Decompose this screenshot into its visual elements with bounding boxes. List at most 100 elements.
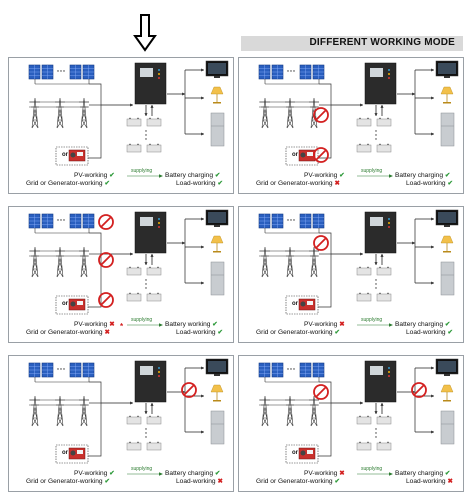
generator-icon — [285, 444, 319, 464]
power-tower-icon — [260, 246, 270, 278]
mode-banner: DIFFERENT WORKING MODE — [241, 36, 463, 51]
no-sign-icon — [313, 147, 329, 163]
fridge-icon — [440, 112, 455, 147]
solar-panel-icon — [271, 362, 284, 378]
battery-icon — [356, 266, 372, 276]
battery-icon — [376, 292, 392, 302]
mode-panel-6: or PV-working ✖ Grid or Generator-workin… — [238, 355, 464, 492]
solar-panel-icon — [299, 64, 312, 80]
no-sign-icon — [411, 382, 427, 398]
solar-panel-icon — [271, 213, 284, 229]
tv-icon — [205, 358, 229, 376]
inverter-icon — [364, 62, 397, 105]
solar-panel-icon — [299, 213, 312, 229]
lamp-icon — [210, 384, 224, 402]
inverter-icon — [364, 211, 397, 254]
generator-icon — [285, 146, 319, 166]
solar-panel-icon — [41, 213, 54, 229]
solar-panel-icon — [28, 362, 41, 378]
inverter-icon — [134, 62, 167, 105]
tv-icon — [205, 60, 229, 78]
inverter-icon — [364, 360, 397, 403]
no-sign-icon — [181, 382, 197, 398]
mode-panel-3: or PV-working ✖ Grid or Generator-workin… — [8, 206, 234, 343]
solar-panel-icon — [41, 64, 54, 80]
battery-icon — [146, 117, 162, 127]
tv-icon — [435, 358, 459, 376]
battery-icon — [126, 441, 142, 451]
power-tower-icon — [30, 246, 40, 278]
banner-title: DIFFERENT WORKING MODE — [309, 37, 455, 48]
power-tower-icon — [30, 395, 40, 427]
solar-panel-icon — [69, 362, 82, 378]
battery-icon — [376, 441, 392, 451]
generator-icon — [55, 295, 89, 315]
power-tower-icon — [260, 395, 270, 427]
battery-icon — [356, 143, 372, 153]
solar-panel-icon — [258, 213, 271, 229]
battery-icon — [376, 266, 392, 276]
lamp-icon — [440, 384, 454, 402]
battery-icon — [356, 441, 372, 451]
battery-icon — [146, 292, 162, 302]
solar-panel-icon — [82, 362, 95, 378]
solar-panel-icon — [299, 362, 312, 378]
lamp-icon — [440, 86, 454, 104]
fridge-icon — [210, 112, 225, 147]
power-tower-icon — [309, 246, 319, 278]
solar-panel-icon — [312, 64, 325, 80]
power-tower-icon — [79, 395, 89, 427]
solar-panel-icon — [312, 362, 325, 378]
battery-icon — [126, 292, 142, 302]
battery-icon — [126, 143, 142, 153]
solar-panel-icon — [258, 64, 271, 80]
tv-icon — [205, 209, 229, 227]
solar-panel-icon — [312, 213, 325, 229]
solar-panel-icon — [258, 362, 271, 378]
power-tower-icon — [309, 395, 319, 427]
generator-icon — [55, 146, 89, 166]
power-tower-icon — [55, 395, 65, 427]
mode-panel-4: or PV-working ✖ Grid or Generator-workin… — [238, 206, 464, 343]
inverter-icon — [134, 360, 167, 403]
battery-icon — [376, 117, 392, 127]
no-sign-icon — [313, 107, 329, 123]
solar-panel-icon — [69, 64, 82, 80]
battery-icon — [146, 266, 162, 276]
solar-panel-icon — [69, 213, 82, 229]
fridge-icon — [210, 410, 225, 445]
power-tower-icon — [260, 97, 270, 129]
battery-icon — [356, 292, 372, 302]
lamp-icon — [210, 86, 224, 104]
solar-panel-icon — [41, 362, 54, 378]
battery-icon — [126, 415, 142, 425]
power-tower-icon — [30, 97, 40, 129]
solar-panel-icon — [82, 213, 95, 229]
battery-icon — [126, 117, 142, 127]
battery-icon — [126, 266, 142, 276]
solar-panel-icon — [82, 64, 95, 80]
power-tower-icon — [285, 97, 295, 129]
solar-panel-icon — [28, 213, 41, 229]
no-sign-icon — [98, 214, 114, 230]
fridge-icon — [440, 261, 455, 296]
tv-icon — [435, 209, 459, 227]
power-tower-icon — [79, 97, 89, 129]
battery-icon — [376, 143, 392, 153]
power-tower-icon — [55, 246, 65, 278]
fridge-icon — [210, 261, 225, 296]
battery-icon — [356, 117, 372, 127]
battery-icon — [356, 415, 372, 425]
generator-icon — [55, 444, 89, 464]
lamp-icon — [210, 235, 224, 253]
power-tower-icon — [55, 97, 65, 129]
mode-panel-2: or PV-working ✔ Grid or Generator-workin… — [238, 57, 464, 194]
battery-icon — [146, 143, 162, 153]
solar-panel-icon — [28, 64, 41, 80]
power-tower-icon — [79, 246, 89, 278]
generator-icon — [285, 295, 319, 315]
no-sign-icon — [98, 252, 114, 268]
battery-icon — [376, 415, 392, 425]
power-tower-icon — [285, 395, 295, 427]
